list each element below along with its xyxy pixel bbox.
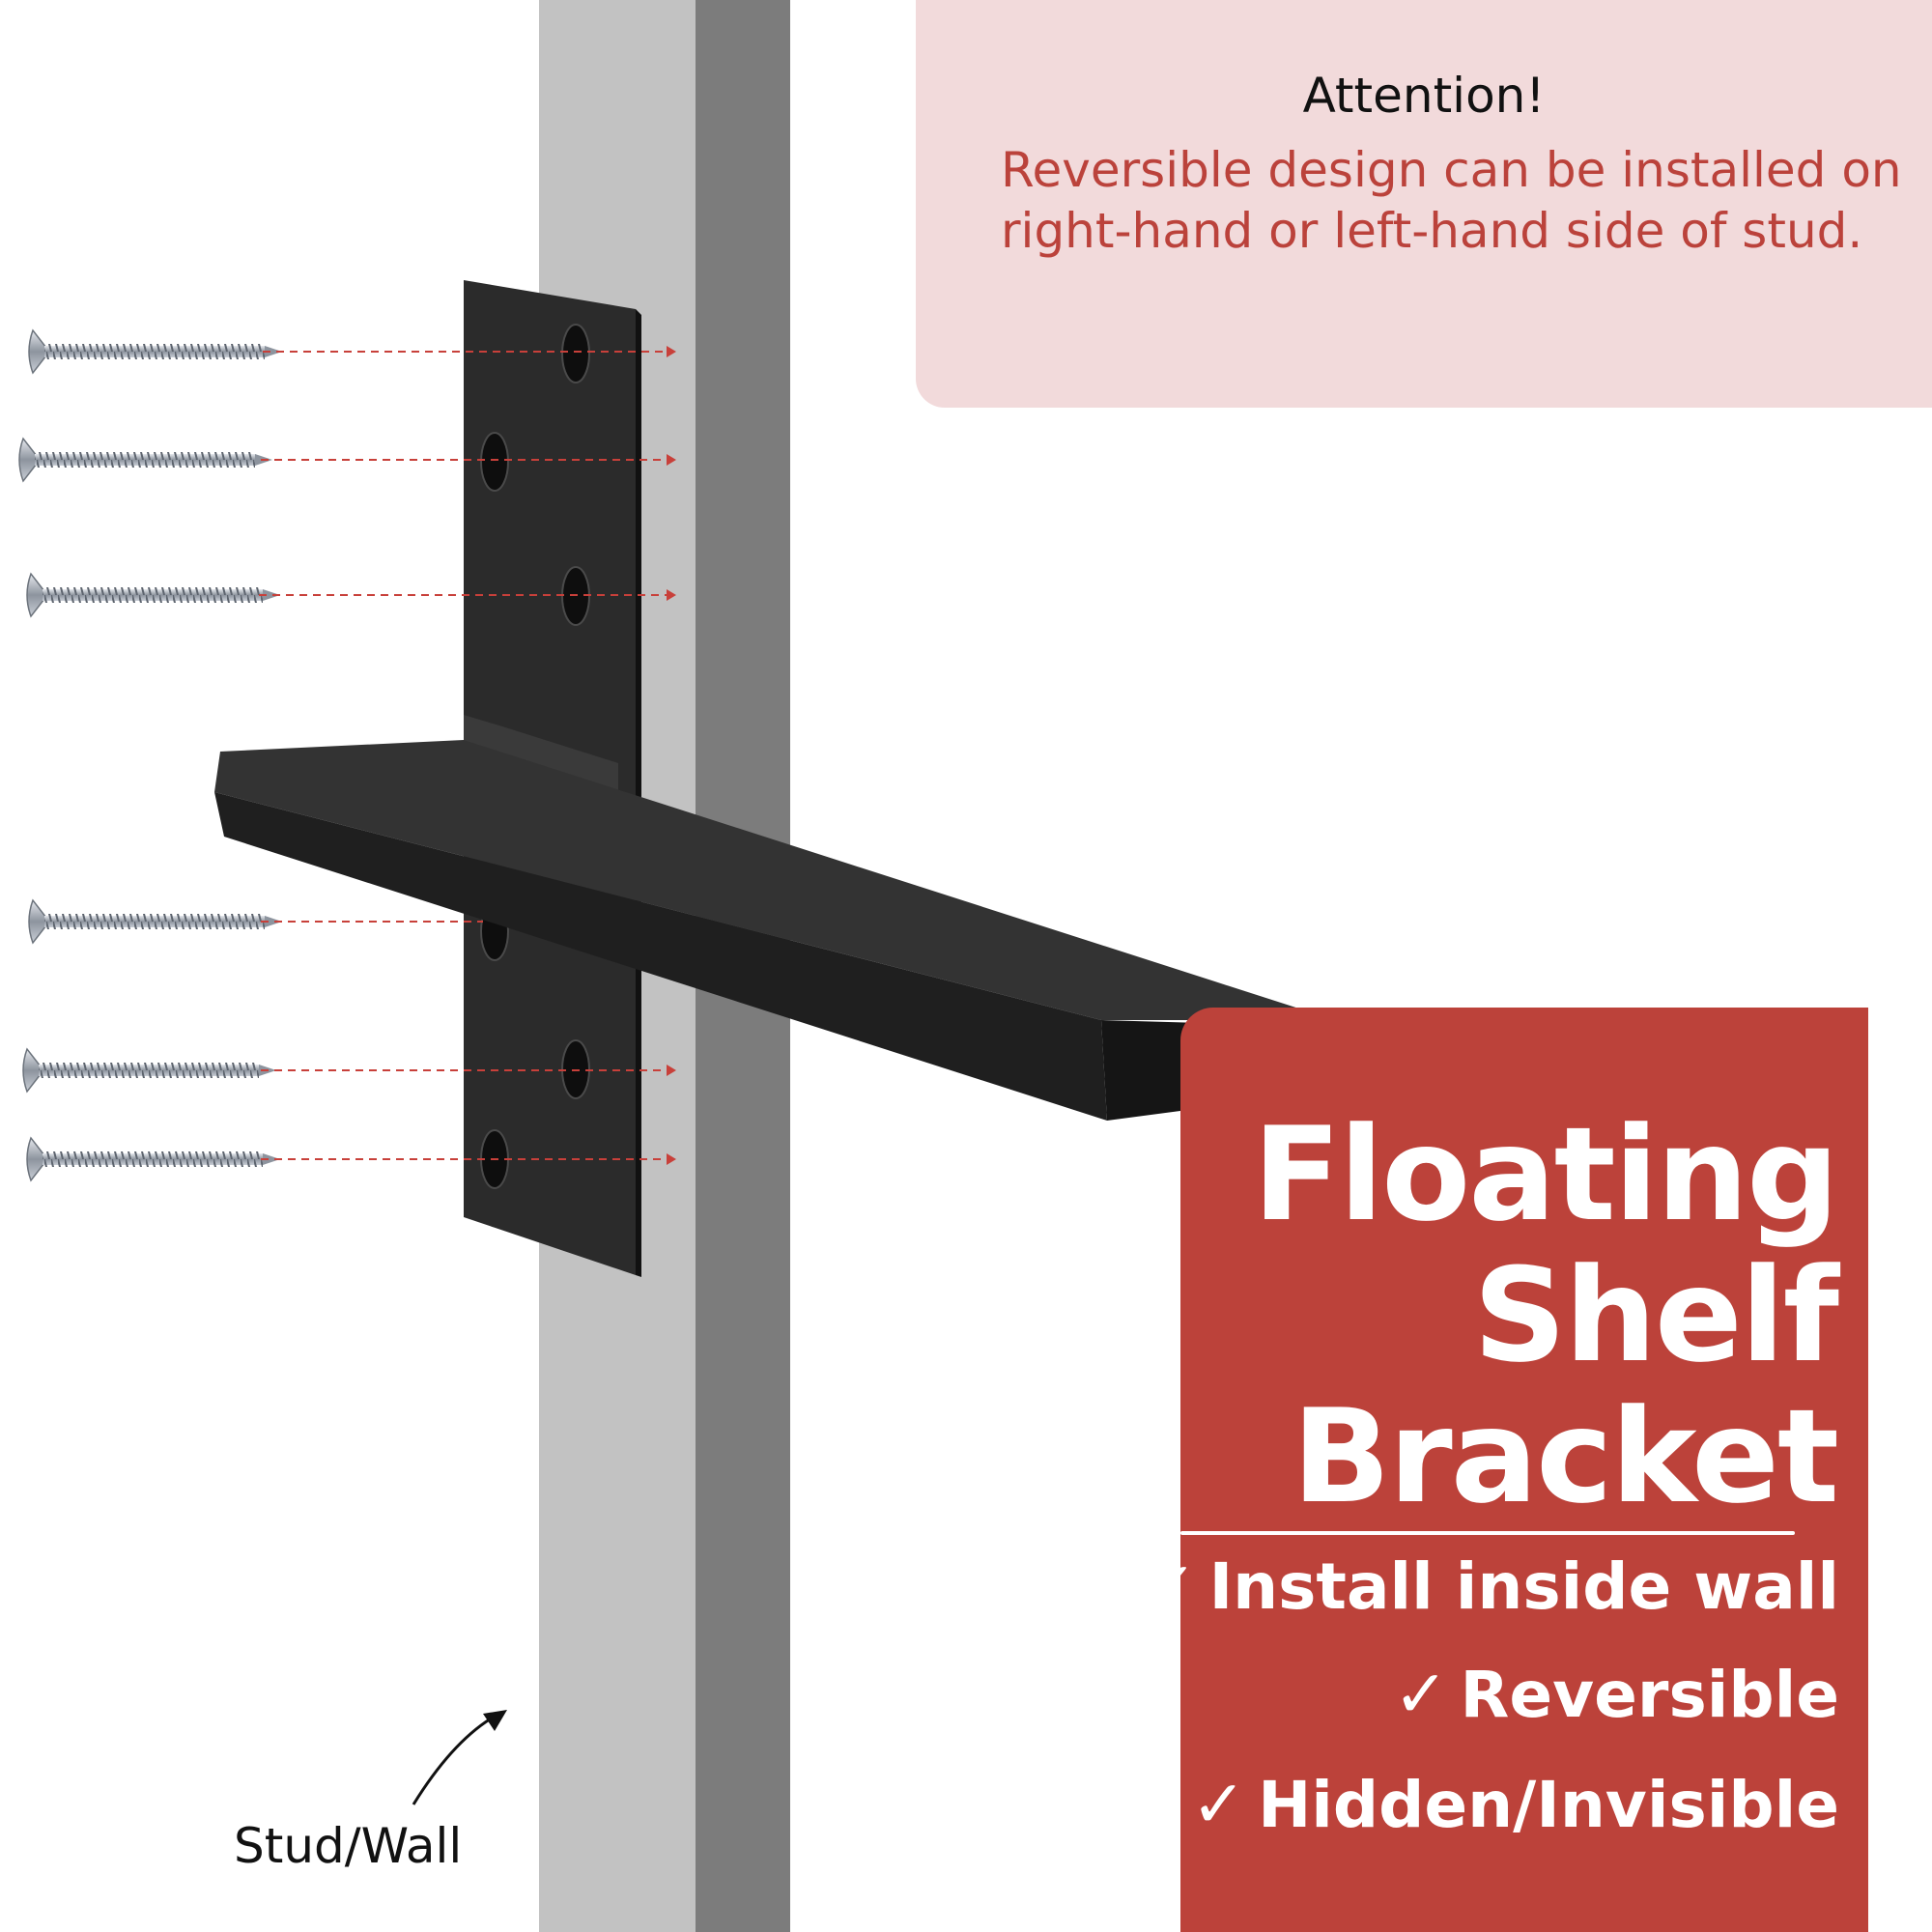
guide-arrows	[259, 351, 667, 1160]
attention-banner: Attention! Reversible design can be inst…	[916, 0, 1932, 408]
screw-icon	[18, 438, 273, 482]
screw-icon	[28, 899, 283, 944]
arrow-icon	[667, 346, 676, 1165]
feature-label: Install inside wall	[1208, 1549, 1839, 1624]
title-line-2: Shelf	[1472, 1240, 1839, 1391]
feature-label: Hidden/Invisible	[1258, 1768, 1839, 1842]
title-line-1: Floating	[1252, 1099, 1839, 1250]
title-underline	[1180, 1531, 1795, 1535]
screw-icon	[26, 1137, 281, 1181]
screw-icon	[22, 1048, 277, 1093]
screw-icon	[28, 329, 283, 374]
attention-body: Reversible design can be installed on ri…	[1001, 142, 1902, 259]
feature-item: ✓Reversible	[1394, 1657, 1839, 1733]
attention-title: Attention!	[1302, 68, 1546, 124]
feature-label: Reversible	[1460, 1658, 1839, 1732]
feature-item: ✓Install inside wall	[1143, 1548, 1839, 1625]
stud-pointer-arrow	[412, 1710, 507, 1805]
check-icon: ✓	[1191, 1767, 1247, 1843]
screw-icon	[26, 573, 281, 617]
feature-item: ✓Hidden/Invisible	[1191, 1767, 1839, 1843]
product-title-panel: Floating Shelf Bracket ✓Install inside w…	[1143, 1008, 1868, 1932]
check-icon: ✓	[1142, 1548, 1198, 1625]
product-title: Floating Shelf Bracket	[1252, 1099, 1839, 1532]
check-icon: ✓	[1393, 1657, 1449, 1733]
stud-label: Stud/Wall	[234, 1818, 463, 1874]
title-line-3: Bracket	[1292, 1381, 1839, 1532]
